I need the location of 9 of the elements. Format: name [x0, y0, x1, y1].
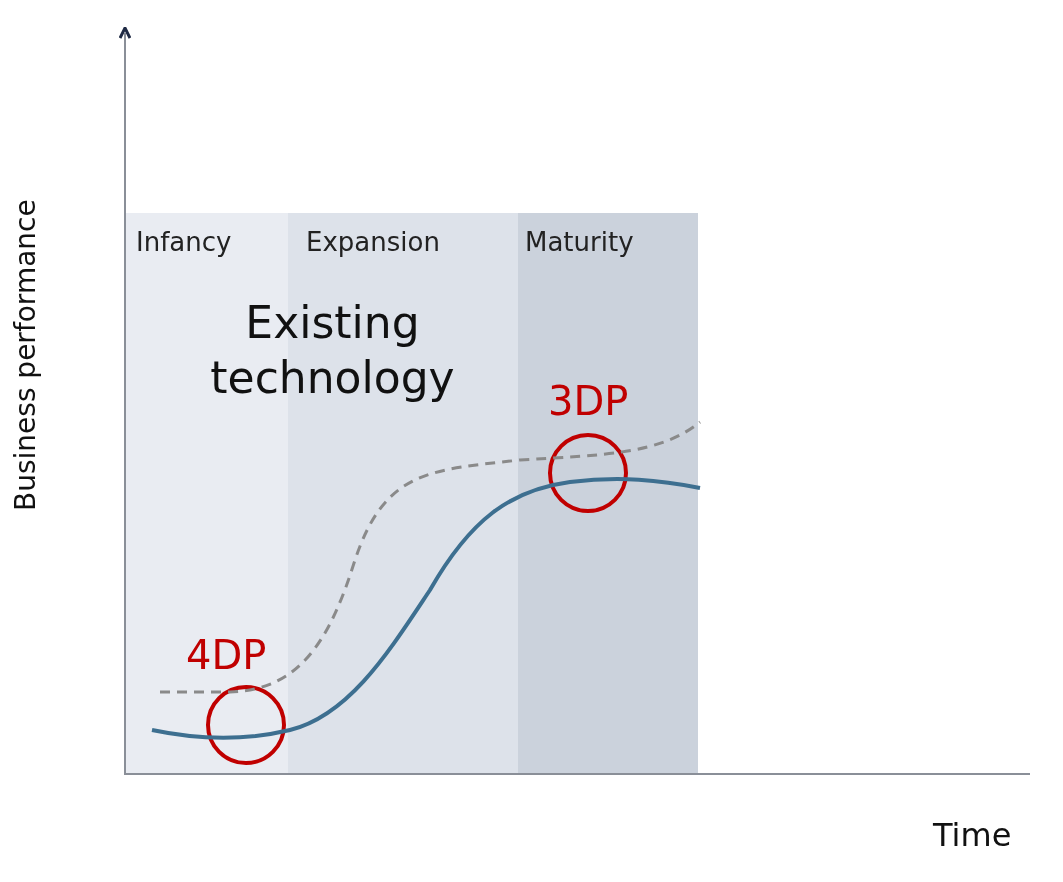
- phase-label: Expansion: [306, 227, 440, 257]
- phase-band: [518, 213, 698, 773]
- region-title: Existing technology: [209, 296, 456, 405]
- marker-label: 4DP: [186, 631, 267, 680]
- axis-title: Business performance: [8, 199, 43, 511]
- phase-label: Infancy: [136, 227, 232, 257]
- axis-title: Time: [933, 815, 1012, 855]
- phase-label: Maturity: [525, 227, 634, 257]
- marker-label: 3DP: [548, 377, 629, 426]
